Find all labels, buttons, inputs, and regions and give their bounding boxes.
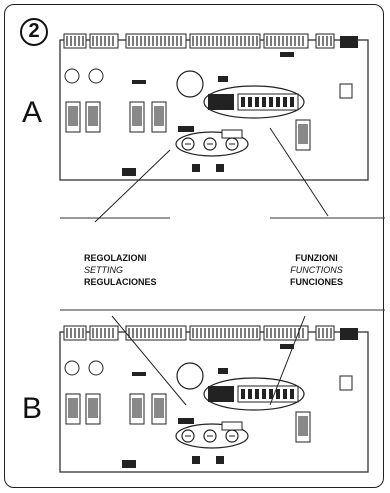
panel-letter-b: B: [22, 392, 43, 425]
relay-body: [88, 106, 98, 126]
relay-body: [88, 398, 98, 418]
dip-switch-bank: [237, 385, 299, 403]
small-part: [192, 164, 200, 172]
relay-body: [154, 106, 164, 126]
settings-label-italian: REGOLAZIONI: [84, 253, 147, 263]
capacitor: [176, 362, 204, 390]
small-part: [216, 456, 224, 464]
settings-callout-line-b: [111, 315, 187, 406]
dip-switch-lever: [276, 97, 280, 107]
dip-switch-lever: [248, 389, 252, 399]
side-connector: [339, 83, 353, 99]
dip-switch-lever: [262, 389, 266, 399]
control-board-a: [59, 33, 369, 181]
fuse-right: [88, 68, 104, 84]
relay-body: [154, 398, 164, 418]
functions-label: FUNZIONI FUNCTIONS FUNCIONES: [290, 252, 343, 288]
dip-switch-lever: [255, 97, 259, 107]
panel-letter-a: A: [22, 96, 43, 129]
dip-switch-lever: [269, 389, 273, 399]
functions-label-spanish: FUNCIONES: [290, 277, 344, 287]
dip-switch-lever: [269, 97, 273, 107]
dip-switch-left: [208, 94, 234, 110]
side-connector: [339, 375, 353, 391]
led-block: [122, 460, 136, 468]
resistor: [132, 80, 146, 84]
functions-highlight: [203, 377, 305, 411]
functions-label-italian: FUNZIONI: [295, 253, 338, 263]
small-part: [192, 456, 200, 464]
settings-label-spanish: REGULACIONES: [84, 277, 157, 287]
relay-body: [68, 398, 78, 418]
resistor: [280, 344, 294, 349]
dip-switch-lever: [276, 389, 280, 399]
functions-callout-line-b: [269, 315, 306, 406]
dip-switch-lever: [290, 389, 294, 399]
relay-body: [132, 398, 142, 418]
terminal-block: [89, 325, 119, 341]
resistor: [178, 418, 194, 424]
chip: [221, 421, 243, 431]
capacitor: [176, 70, 204, 98]
resistor: [280, 52, 294, 57]
resistor: [178, 126, 194, 132]
dip-switch-lever: [283, 97, 287, 107]
small-part: [218, 76, 228, 82]
dip-switch-lever: [241, 97, 245, 107]
settings-highlight: [175, 131, 249, 157]
settings-label-english: SETTING: [84, 265, 124, 275]
terminal-block: [315, 33, 335, 49]
resistor: [132, 372, 146, 376]
step-number-badge: 2: [20, 18, 48, 46]
dip-switch-lever: [248, 97, 252, 107]
figure-frame: [4, 4, 384, 488]
control-board-b: [59, 325, 369, 473]
dip-switch-lever: [262, 97, 266, 107]
settings-highlight: [175, 423, 249, 449]
settings-callout-line-a: [94, 149, 171, 223]
chip: [221, 129, 243, 139]
functions-label-english: FUNCTIONS: [290, 265, 343, 275]
functions-highlight: [203, 85, 305, 119]
small-part: [216, 164, 224, 172]
fuse-left: [64, 68, 80, 84]
settings-label: REGOLAZIONI SETTING REGULACIONES: [84, 252, 157, 288]
corner-connector: [340, 328, 358, 340]
terminal-block: [315, 325, 335, 341]
fuse-right: [88, 360, 104, 376]
led-block: [122, 168, 136, 176]
corner-connector: [340, 36, 358, 48]
relay-body: [298, 416, 308, 436]
relay-body: [132, 106, 142, 126]
dip-switch-bank: [237, 93, 299, 111]
dip-switch-lever: [290, 97, 294, 107]
relay-body: [68, 106, 78, 126]
dip-switch-left: [208, 386, 234, 402]
dip-switch-lever: [241, 389, 245, 399]
relay-body: [298, 124, 308, 144]
small-part: [218, 368, 228, 374]
dip-switch-lever: [283, 389, 287, 399]
functions-callout-line-a: [269, 127, 329, 217]
terminal-block: [89, 33, 119, 49]
dip-switch-lever: [255, 389, 259, 399]
fuse-left: [64, 360, 80, 376]
